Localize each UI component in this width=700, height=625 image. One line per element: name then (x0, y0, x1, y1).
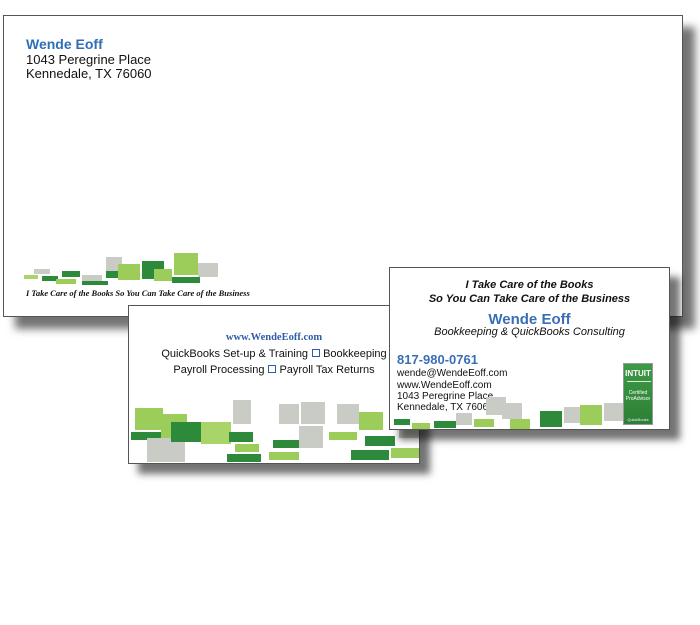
checkbox-icon (312, 349, 321, 357)
card-blocks-graphic (394, 397, 624, 429)
service-payroll-tax: Payroll Tax Returns (279, 364, 375, 376)
business-card-back: www.WendeEoff.com QuickBooks Set-up & Tr… (128, 305, 420, 464)
envelope-address-line1: 1043 Peregrine Place (26, 52, 152, 67)
envelope-sender-name: Wende Eoff (26, 36, 103, 52)
envelope: Wende Eoff 1043 Peregrine Place Kennedal… (3, 15, 683, 317)
badge-divider (627, 381, 651, 382)
envelope-address-line2: Kennedale, TX 76060 (26, 66, 152, 81)
envelope-blocks-graphic (24, 253, 218, 285)
business-card-front: I Take Care of the Books So You Can Take… (389, 267, 670, 430)
badge-footer: QuickBooks (627, 417, 649, 422)
card-tagline-line1: I Take Care of the Books (465, 279, 594, 291)
service-bookkeeping: Bookkeeping (323, 348, 387, 360)
card-services-line2: Payroll Processing Payroll Tax Returns (129, 364, 419, 376)
intuit-proadvisor-badge: INTUIT Certified ProAdvisor QuickBooks (623, 363, 653, 425)
card-phone: 817-980-0761 (397, 352, 478, 367)
card-email: wende@WendeEoff.com (397, 368, 508, 379)
service-quickbooks-setup: QuickBooks Set-up & Training (161, 348, 309, 360)
service-payroll-processing: Payroll Processing (173, 364, 265, 376)
card-subtitle: Bookkeeping & QuickBooks Consulting (434, 326, 625, 338)
card-tagline-line2: So You Can Take Care of the Business (428, 293, 631, 305)
envelope-tagline: I Take Care of the Books So You Can Take… (26, 288, 250, 298)
checkbox-icon (268, 365, 277, 373)
card-website: www.WendeEoff.com (397, 380, 492, 391)
badge-line1: Certified (628, 390, 648, 396)
badge-brand: INTUIT (625, 369, 651, 378)
card-address-line1: 1043 Peregrine Place (397, 391, 494, 402)
card-name: Wende Eoff (488, 311, 571, 328)
card-website: www.WendeEoff.com (225, 332, 323, 343)
card-blocks-graphic (131, 400, 419, 462)
card-address-line2: Kennedale, TX 76060 (397, 402, 494, 413)
badge-line2: ProAdvisor (625, 396, 651, 402)
card-services-line1: QuickBooks Set-up & Training Bookkeeping (129, 348, 419, 360)
